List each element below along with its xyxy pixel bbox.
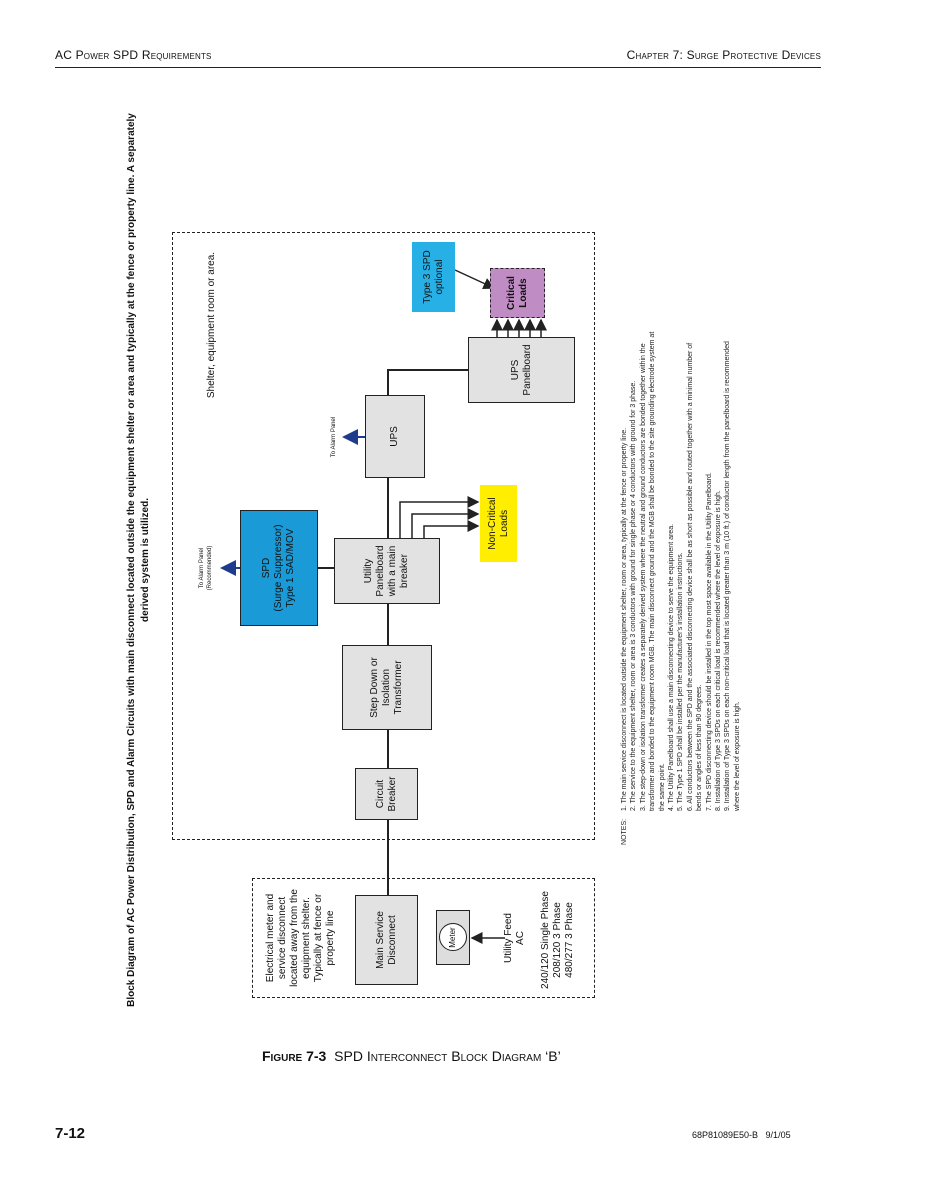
figure-caption: Figure 7-3 SPD Interconnect Block Diagra… <box>262 1048 561 1064</box>
utility-panelboard: Utility Panelboard with a main breaker <box>334 538 440 604</box>
note-item: 3. The step-down or isolation transforme… <box>639 331 666 811</box>
ups-panelboard: UPS Panelboard <box>468 337 575 403</box>
circuit-breaker: Circuit Breaker <box>355 768 418 820</box>
main-service-disconnect: Main Service Disconnect <box>355 895 418 985</box>
figure-number: Figure 7-3 <box>262 1048 327 1064</box>
block-diagram: Block Diagram of AC Power Distribution, … <box>120 110 780 1010</box>
spd-alarm-label: To Alarm Panel (Recommended) <box>199 545 213 591</box>
note-item: 8. Installation of Type 3 SPDs on each c… <box>715 490 723 811</box>
shelter-boundary <box>172 232 595 840</box>
notes: NOTES: 1. The main service disconnect is… <box>620 325 742 845</box>
header-rule <box>55 67 821 68</box>
note-item: 6. All conductors between the SPD and th… <box>686 342 704 811</box>
note-item: 4. The Utility Panelboard shall use a ma… <box>668 523 676 811</box>
meter-housing: Meter <box>436 910 470 965</box>
type3-spd: Type 3 SPD optional <box>412 242 455 312</box>
diagram-title: Block Diagram of AC Power Distribution, … <box>126 113 151 1007</box>
utility-feed-label: Utility Feed AC <box>503 913 526 964</box>
meter-icon: Meter <box>439 923 467 952</box>
page-number: 7-12 <box>55 1125 86 1142</box>
critical-loads: Critical Loads <box>490 268 545 318</box>
note-item: 9. Installation of Type 3 SPDs on each n… <box>724 341 741 811</box>
document-id: 68P81089E50-B 9/1/05 <box>692 1130 791 1140</box>
non-critical-loads: Non-Critical Loads <box>480 485 517 562</box>
connector-lines <box>220 269 547 944</box>
header-chapter: Chapter 7: Surge Protective Devices <box>626 48 821 62</box>
note-item: 7. The SPD disconnecting device should b… <box>705 472 713 811</box>
step-down-transformer: Step Down or Isolation Transformer <box>342 645 432 730</box>
shelter-label: Shelter, equipment room or area. <box>206 251 217 399</box>
notes-label: NOTES: <box>621 818 628 845</box>
note-item: 5. The Type 1 SPD shall be installed per… <box>677 552 685 811</box>
outside-note: Electrical meter and service disconnect … <box>265 889 336 987</box>
ups-alarm-label: To Alarm Panel <box>331 416 337 458</box>
note-item: 1. The main service disconnect is locate… <box>621 427 628 811</box>
header-section: AC Power SPD Requirements <box>55 48 212 62</box>
phase-options: 240/120 Single Phase 208/120 3 Phase 480… <box>540 891 575 989</box>
note-item: 2. The service to the equipment shelter,… <box>630 380 638 811</box>
spd-type1: SPD (Surge Suppressor) Type 1 SAD/MOV <box>240 510 318 626</box>
ups: UPS <box>365 395 425 478</box>
figure-title: SPD Interconnect Block Diagram ‘B’ <box>334 1048 561 1064</box>
